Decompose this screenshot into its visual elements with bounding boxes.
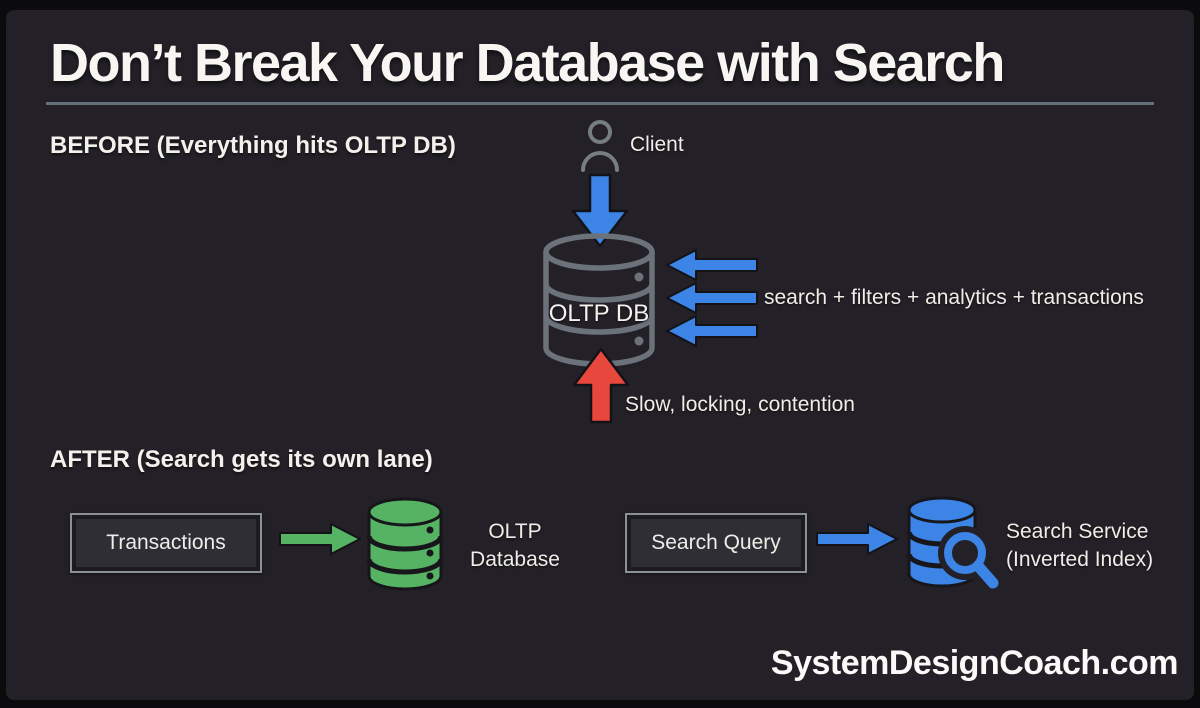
incoming-arrow-icon-1 [666, 249, 758, 281]
transactions-box: Transactions [70, 513, 262, 573]
title-divider [46, 102, 1154, 105]
incoming-arrow-icon-2 [666, 282, 758, 314]
contention-arrow-icon [572, 347, 630, 424]
page-title: Don’t Break Your Database with Search [50, 33, 1005, 93]
oltp-database-label-line2: Database [470, 548, 560, 571]
search-service-icon [906, 496, 999, 589]
slide-background: Don’t Break Your Database with Search BE… [6, 10, 1194, 700]
search-query-box: Search Query [625, 513, 807, 573]
search-service-label-line2: (Inverted Index) [1006, 548, 1154, 571]
oltp-database-green-icon [366, 497, 444, 591]
client-icon [581, 120, 619, 172]
transactions-arrow-icon [279, 523, 361, 555]
oltp-db-label: OLTP DB [548, 300, 650, 327]
search-service-label: Search Service (Inverted Index) [1006, 518, 1153, 574]
oltp-db-icon [543, 233, 655, 367]
search-service-label-line1: Search Service [1006, 520, 1149, 543]
oltp-database-label-line1: OLTP [488, 520, 542, 543]
watermark: SystemDesignCoach.com [770, 644, 1179, 682]
after-heading: AFTER (Search gets its own lane) [50, 446, 433, 473]
incoming-label: search + filters + analytics + transacti… [764, 286, 1144, 309]
incoming-arrow-icon-3 [666, 315, 758, 347]
search-arrow-icon [816, 523, 898, 555]
oltp-database-label: OLTP Database [450, 518, 580, 574]
client-label: Client [630, 133, 684, 156]
arrow-down-icon [571, 173, 629, 248]
bottleneck-label: Slow, locking, contention [625, 393, 855, 416]
before-heading: BEFORE (Everything hits OLTP DB) [50, 132, 456, 159]
